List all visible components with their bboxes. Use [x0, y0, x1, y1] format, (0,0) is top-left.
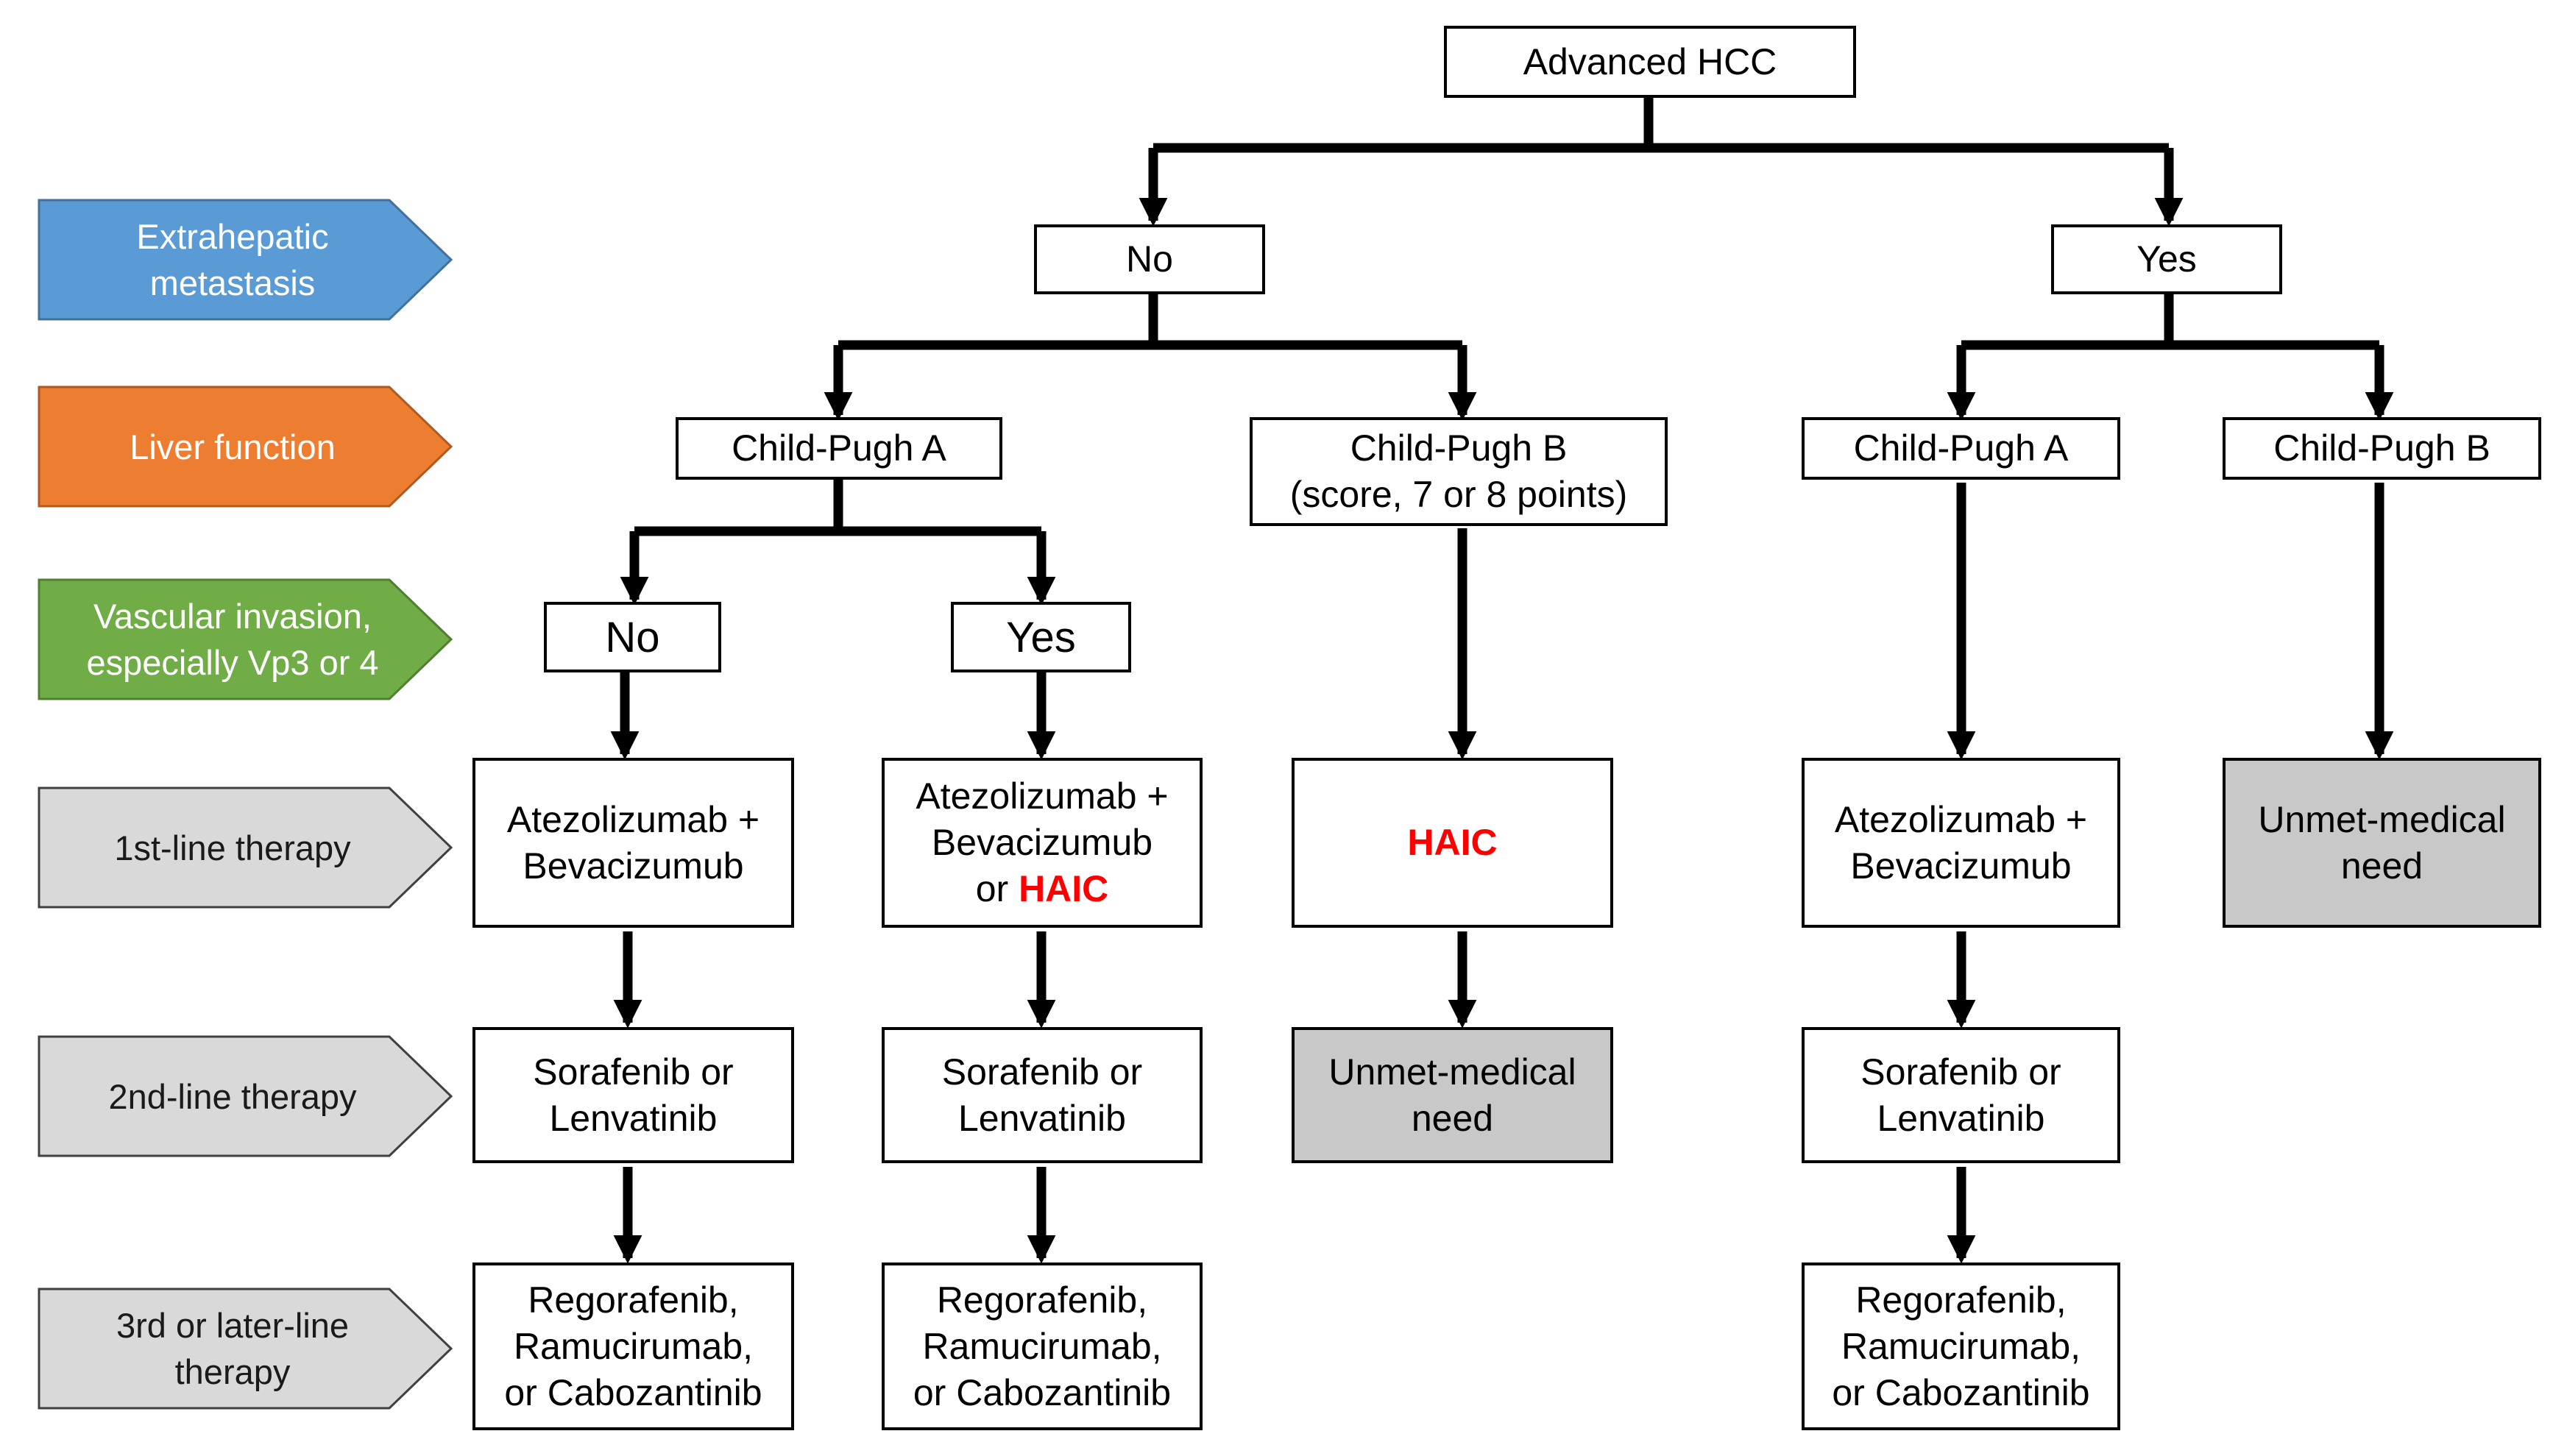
therapy-text: Sorafenib or Lenvatinib [533, 1051, 734, 1139]
node-vascular-no: No [544, 602, 721, 672]
category-first-line: 1st-line therapy [38, 786, 453, 909]
category-extrahepatic-metastasis: Extrahepatic metastasis [38, 199, 453, 321]
node-label: Child-Pugh A [1853, 427, 2069, 469]
therapy-text: Unmet-medical need [2258, 798, 2506, 887]
node-label: Child-Pugh B (score, 7 or 8 points) [1289, 427, 1628, 515]
node-label: Child-Pugh A [732, 427, 946, 469]
therapy-col2-first-line: Atezolizumab + Bevacizumub or HAIC [882, 758, 1203, 928]
therapy-col1-third-line: Regorafenib, Ramucirumab, or Cabozantini… [472, 1263, 794, 1430]
node-child-pugh-a-right: Child-Pugh A [1802, 417, 2120, 480]
node-extrahepatic-no: No [1034, 224, 1265, 294]
category-label: 1st-line therapy [114, 828, 351, 867]
node-child-pugh-b-left: Child-Pugh B (score, 7 or 8 points) [1250, 417, 1668, 526]
node-label: No [1126, 238, 1173, 280]
therapy-col1-second-line: Sorafenib or Lenvatinib [472, 1027, 794, 1163]
therapy-col2-second-line: Sorafenib or Lenvatinib [882, 1027, 1203, 1163]
category-label: Vascular invasion, especially Vp3 or 4 [86, 597, 379, 682]
pentagon-arrow-shape [38, 786, 453, 909]
node-child-pugh-b-right: Child-Pugh B [2223, 417, 2541, 480]
node-advanced-hcc: Advanced HCC [1444, 26, 1856, 98]
therapy-col4-second-line: Sorafenib or Lenvatinib [1802, 1027, 2120, 1163]
therapy-text: Atezolizumab + Bevacizumub [506, 798, 760, 887]
category-third-line: 3rd or later-line therapy [38, 1288, 453, 1410]
therapy-col4-first-line: Atezolizumab + Bevacizumub [1802, 758, 2120, 928]
category-second-line: 2nd-line therapy [38, 1035, 453, 1157]
haic-highlight: HAIC [1407, 822, 1498, 863]
node-child-pugh-a-left: Child-Pugh A [676, 417, 1002, 480]
pentagon-arrow-shape [38, 386, 453, 508]
therapy-col3-second-line: Unmet-medical need [1292, 1027, 1613, 1163]
therapy-text: Sorafenib or Lenvatinib [1860, 1051, 2061, 1139]
pentagon-arrow-shape [38, 1035, 453, 1157]
node-extrahepatic-yes: Yes [2051, 224, 2282, 294]
pentagon-arrow-shape [38, 199, 453, 321]
therapy-col3-first-line: HAIC [1292, 758, 1613, 928]
therapy-text: Sorafenib or Lenvatinib [941, 1051, 1143, 1139]
node-label: Yes [2136, 238, 2197, 280]
node-label: No [605, 613, 660, 661]
category-vascular-invasion: Vascular invasion, especially Vp3 or 4 [38, 578, 453, 700]
category-label: 2nd-line therapy [108, 1076, 357, 1116]
therapy-text-main: Atezolizumab + Bevacizumub or [916, 775, 1169, 909]
category-label: Liver function [130, 427, 336, 466]
therapy-text: Regorafenib, Ramucirumab, or Cabozantini… [1832, 1279, 2090, 1413]
therapy-col2-third-line: Regorafenib, Ramucirumab, or Cabozantini… [882, 1263, 1203, 1430]
therapy-text: Unmet-medical need [1328, 1051, 1576, 1139]
pentagon-arrow-shape [38, 1288, 453, 1410]
therapy-col4-third-line: Regorafenib, Ramucirumab, or Cabozantini… [1802, 1263, 2120, 1430]
therapy-text: Regorafenib, Ramucirumab, or Cabozantini… [504, 1279, 762, 1413]
node-vascular-yes: Yes [951, 602, 1131, 672]
pentagon-arrow-shape [38, 578, 453, 700]
therapy-text: Atezolizumab + Bevacizumub [1834, 798, 2088, 887]
node-label: Yes [1006, 613, 1076, 661]
node-label: Advanced HCC [1523, 40, 1777, 82]
therapy-col1-first-line: Atezolizumab + Bevacizumub [472, 758, 794, 928]
haic-highlight: HAIC [1019, 868, 1109, 909]
category-label: Extrahepatic metastasis [136, 217, 329, 302]
category-label: 3rd or later-line therapy [116, 1306, 350, 1391]
therapy-text: Regorafenib, Ramucirumab, or Cabozantini… [913, 1279, 1172, 1413]
therapy-text: Atezolizumab + Bevacizumub or HAIC [916, 773, 1168, 912]
category-liver-function: Liver function [38, 386, 453, 508]
therapy-col5-first-line: Unmet-medical need [2223, 758, 2541, 928]
node-label: Child-Pugh B [2273, 427, 2490, 469]
